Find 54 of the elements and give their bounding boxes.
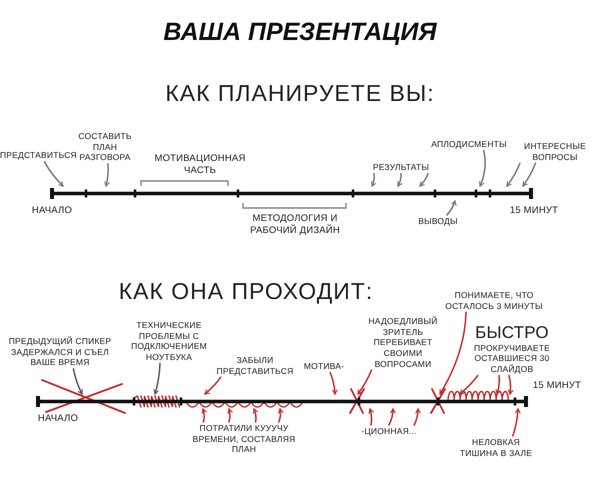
arrow xyxy=(72,368,83,395)
end-label: 15 МИНУТ xyxy=(508,205,560,217)
note-text: ИНТЕРЕСНЫЕ ВОПРОСЫ xyxy=(523,141,587,162)
arrow xyxy=(508,374,514,395)
timeline-bar xyxy=(36,396,526,407)
arrow xyxy=(227,408,233,423)
arrow xyxy=(368,408,374,426)
note-text: ПРЕДСТАВИТЬСЯ xyxy=(0,150,74,161)
note-text: НЕЛОВКАЯ ТИШИНА В ЗАЛЕ xyxy=(458,437,534,458)
arrow xyxy=(522,162,536,187)
arrow xyxy=(204,376,222,395)
note-text: -ЦИОННАЯ... xyxy=(360,426,418,437)
note-text: ПОНИМАЕТЕ, ЧТО ОСТАЛОСЬ 3 МИНУТЫ xyxy=(444,290,544,312)
arrow xyxy=(357,369,372,395)
arrow xyxy=(446,200,457,216)
note-text: ПРОКРУЧИВАЕТЕ ОСТАВШИЕСЯ 30 СЛАЙДОВ xyxy=(474,342,550,375)
bracket-label: МЕТОДОЛОГИЯ И РАБОЧИЙ ДИЗАЙН xyxy=(249,213,341,237)
arrow xyxy=(153,362,161,395)
arrow xyxy=(388,408,396,426)
note-text: ПОТРАТИЛИ КУУУЧУ ВРЕМЕНИ, СОСТАВЛЯЯ ПЛАН xyxy=(192,423,296,455)
arrow xyxy=(459,374,479,395)
note-text: СОСТАВИТЬ ПЛАН РАЗГОВОРА xyxy=(77,131,133,163)
subtitle: КАК ОНА ПРОХОДИТ: xyxy=(118,280,374,303)
arrow xyxy=(278,408,284,423)
heading: БЫСТРО xyxy=(474,324,550,343)
start-label: НАЧАЛО xyxy=(36,413,80,425)
note-text: НАДОЕДЛИВЫЙ ЗРИТЕЛЬ ПЕРЕБИВАЕТ СВОИМИ ВОПРОСАМИ xyxy=(368,316,438,370)
arrow xyxy=(495,374,502,395)
timeline-bar xyxy=(50,188,532,199)
arrow xyxy=(104,163,110,187)
arrow xyxy=(478,150,486,187)
arrow xyxy=(44,160,64,187)
arrow xyxy=(439,312,467,395)
note-text: МОТИВА- xyxy=(302,361,346,372)
arrow xyxy=(512,408,521,437)
title: ВАША ПРЕЗЕНТАЦИЯ xyxy=(162,18,438,47)
note-text: ТЕХНИЧЕСКИЕ ПРОБЛЕМЫ С ПОДКЛЮЧЕНИЕМ НОУТБУКА xyxy=(130,320,208,362)
note-text: ПРЕДЫДУЩИЙ СПИКЕР ЗАДЕРЖАЛСЯ И СЪЕЛ ВАШЕ ВРЕМЯ xyxy=(8,336,112,368)
arrow xyxy=(506,162,521,187)
bracket-label: МОТИВАЦИОННАЯ ЧАСТЬ xyxy=(153,153,247,177)
start-label: НАЧАЛО xyxy=(30,205,74,217)
end-label: 15 МИНУТ xyxy=(532,380,582,392)
arrow xyxy=(397,172,403,187)
arrow xyxy=(330,372,338,395)
note-text: АПЛОДИСМЕНТЫ xyxy=(430,139,508,150)
note-text: ЗАБЫЛИ ПРЕДСТАВИТЬСЯ xyxy=(216,355,294,376)
note-text: ВЫВОДЫ xyxy=(417,216,459,227)
arrow xyxy=(413,408,421,426)
arrow xyxy=(371,172,376,187)
arrow xyxy=(419,172,429,187)
arrow xyxy=(252,408,258,423)
subtitle: КАК ПЛАНИРУЕТЕ ВЫ: xyxy=(164,82,436,105)
note-text: РЕЗУЛЬТАТЫ xyxy=(372,162,430,173)
arrow xyxy=(201,408,208,423)
